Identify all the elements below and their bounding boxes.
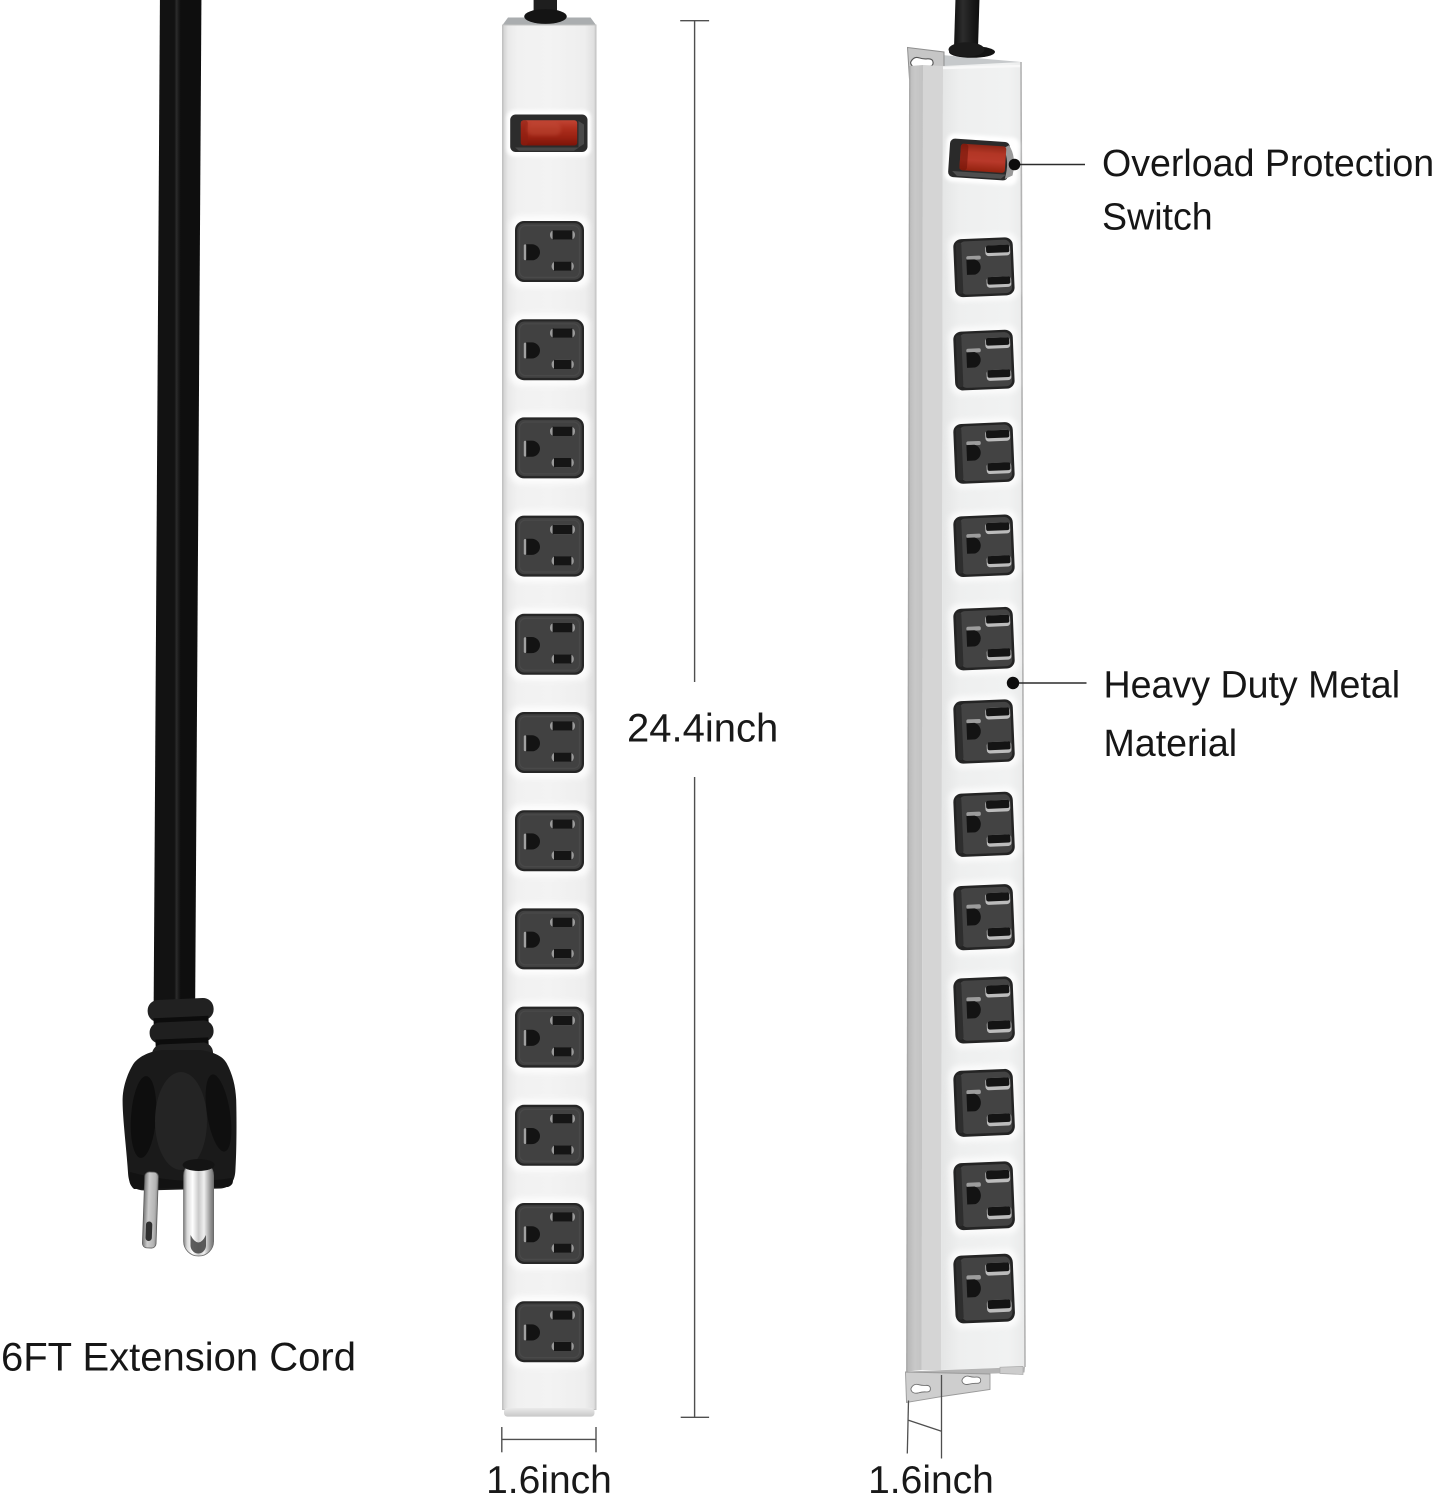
svg-text:1.6inch: 1.6inch bbox=[868, 1459, 994, 1500]
svg-text:Overload Protection: Overload Protection bbox=[1102, 142, 1434, 184]
svg-text:6FT Extension Cord: 6FT Extension Cord bbox=[1, 1336, 356, 1380]
svg-text:24.4inch: 24.4inch bbox=[627, 707, 778, 751]
svg-text:Material: Material bbox=[1104, 722, 1238, 764]
svg-text:Heavy Duty Metal: Heavy Duty Metal bbox=[1104, 664, 1401, 706]
svg-text:Switch: Switch bbox=[1102, 196, 1213, 238]
svg-text:1.6inch: 1.6inch bbox=[486, 1459, 612, 1500]
